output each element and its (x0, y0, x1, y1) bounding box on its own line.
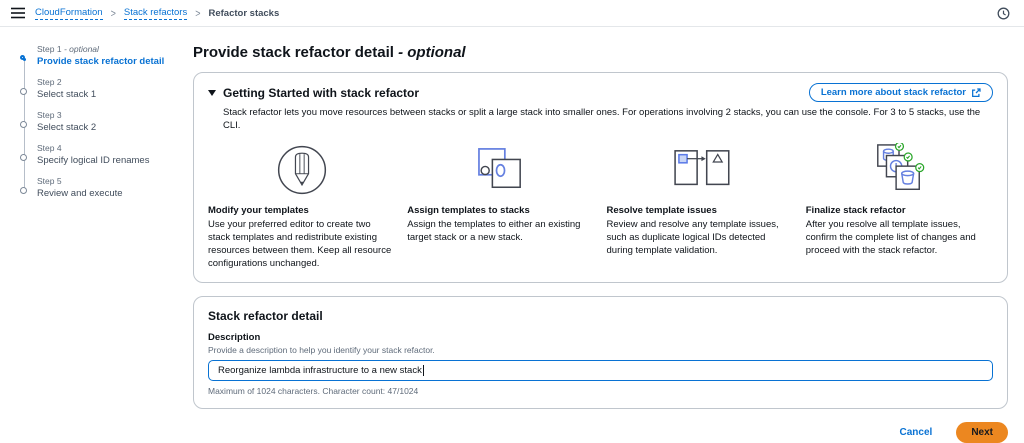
step-title-select-stack-1[interactable]: Select stack 1 (37, 89, 97, 100)
column-title: Assign templates to stacks (407, 205, 530, 216)
breadcrumb-separator-icon: > (195, 6, 201, 20)
stack-refactor-detail-panel: Stack refactor detail Description Provid… (193, 296, 1008, 410)
column-text: Use your preferred editor to create two … (208, 219, 392, 270)
getting-started-header: Getting Started with stack refactor Lear… (208, 83, 993, 102)
learn-more-button[interactable]: Learn more about stack refactor (808, 83, 993, 102)
top-navigation-bar: CloudFormation > Stack refactors > Refac… (0, 0, 1024, 27)
detail-panel-title: Stack refactor detail (208, 309, 323, 324)
column-title: Resolve template issues (606, 205, 717, 216)
cancel-button[interactable]: Cancel (894, 426, 939, 439)
step-item-3: Step 3 Select stack 2 (20, 109, 185, 134)
getting-started-columns: Modify your templates Use your preferred… (208, 142, 993, 270)
getting-started-title[interactable]: Getting Started with stack refactor (223, 85, 420, 100)
collapse-caret-icon[interactable] (208, 89, 216, 96)
step-title-review-execute[interactable]: Review and execute (37, 188, 123, 199)
assign-templates-icon (407, 142, 594, 198)
step-label: Step 3 (37, 110, 62, 120)
column-title: Modify your templates (208, 205, 309, 216)
description-label: Description (208, 332, 261, 344)
breadcrumb-separator-icon: > (110, 6, 116, 20)
learn-more-label: Learn more about stack refactor (820, 87, 966, 98)
step-item-1: Step 1 - optional Provide stack refactor… (20, 43, 185, 68)
step-label: Step 5 (37, 176, 62, 186)
column-finalize-refactor: Finalize stack refactor After you resolv… (806, 142, 993, 270)
step-inactive-radio-icon (20, 187, 27, 194)
column-text: Review and resolve any template issues, … (606, 219, 779, 257)
column-text: After you resolve all template issues, c… (805, 219, 976, 257)
page-title: Provide stack refactor detail - optional (193, 44, 466, 61)
external-link-icon (972, 87, 981, 97)
resolve-issues-icon (607, 142, 794, 198)
wizard-stepper: Step 1 - optional Provide stack refactor… (0, 27, 185, 443)
description-help-text: Provide a description to help you identi… (208, 345, 435, 356)
step-title-provide-detail[interactable]: Provide stack refactor detail (37, 56, 165, 67)
pencil-circle-icon (208, 142, 395, 198)
column-resolve-issues: Resolve template issues Review and resol… (607, 142, 794, 270)
clock-icon[interactable] (997, 7, 1010, 20)
step-inactive-radio-icon (20, 88, 27, 95)
step-inactive-radio-icon (20, 121, 27, 128)
breadcrumb-current-page: Refactor stacks (208, 7, 280, 19)
text-cursor (422, 365, 424, 377)
getting-started-description: Stack refactor lets you move resources b… (223, 107, 981, 131)
hamburger-menu-icon[interactable] (11, 7, 25, 19)
character-count-text: Maximum of 1024 characters. Character co… (208, 386, 419, 397)
next-button[interactable]: Next (956, 422, 1008, 443)
description-input[interactable]: Reorganize lambda infrastructure to a ne… (208, 360, 993, 382)
breadcrumb-stack-refactors-link[interactable]: Stack refactors (123, 6, 188, 20)
step-inactive-radio-icon (20, 154, 27, 161)
column-modify-templates: Modify your templates Use your preferred… (208, 142, 395, 270)
step-item-5: Step 5 Review and execute (20, 175, 185, 200)
finalize-refactor-icon (806, 142, 993, 198)
step-title-logical-id-renames[interactable]: Specify logical ID renames (37, 155, 150, 166)
main-content: Provide stack refactor detail - optional… (185, 27, 1024, 443)
step-label: Step 2 (37, 77, 62, 87)
description-input-value: Reorganize lambda infrastructure to a ne… (218, 365, 422, 377)
step-item-2: Step 2 Select stack 1 (20, 76, 185, 101)
wizard-footer-actions: Cancel Next (193, 422, 1008, 443)
step-label: Step 1 - optional (37, 44, 99, 54)
column-text: Assign the templates to either an existi… (407, 219, 581, 244)
breadcrumb: CloudFormation > Stack refactors > Refac… (35, 7, 279, 20)
getting-started-panel: Getting Started with stack refactor Lear… (193, 72, 1008, 284)
column-assign-templates: Assign templates to stacks Assign the te… (407, 142, 594, 270)
step-title-select-stack-2[interactable]: Select stack 2 (37, 122, 97, 133)
step-item-4: Step 4 Specify logical ID renames (20, 142, 185, 167)
column-title: Finalize stack refactor (805, 205, 906, 216)
breadcrumb-cloudformation-link[interactable]: CloudFormation (35, 6, 103, 20)
step-label: Step 4 (37, 143, 62, 153)
step-active-radio-icon (20, 55, 26, 61)
